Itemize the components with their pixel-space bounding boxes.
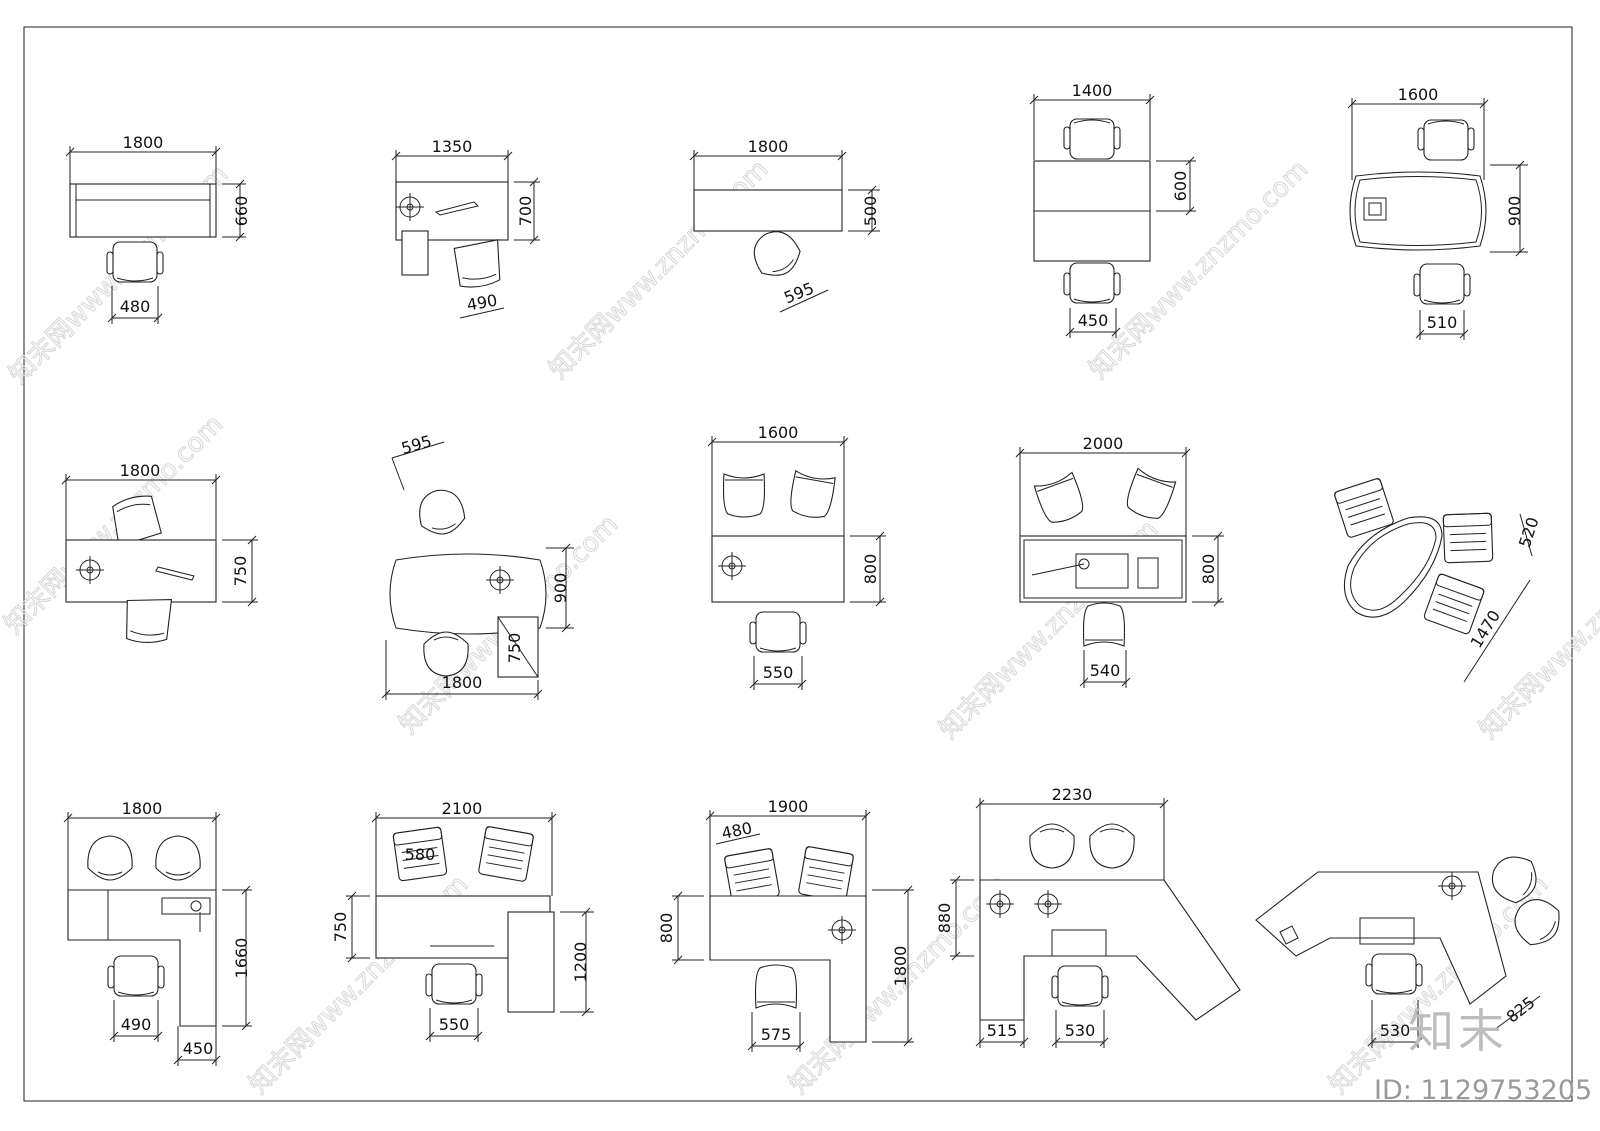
- brand-watermark-logo: 知末: [1408, 1004, 1508, 1058]
- svg-text:530: 530: [1065, 1021, 1096, 1040]
- table-1600-plan: 1600 900 510: [1347, 85, 1528, 340]
- depth-dimension: 660: [232, 196, 251, 227]
- svg-text:550: 550: [763, 663, 794, 682]
- sheet-border: [23, 26, 1573, 1102]
- svg-text:2100: 2100: [442, 799, 483, 818]
- svg-text:490: 490: [465, 291, 498, 315]
- desk-oval-1800-plan: 595 750 900 1800: [381, 431, 574, 700]
- svg-text:1800: 1800: [891, 946, 910, 987]
- svg-text:575: 575: [761, 1025, 792, 1044]
- svg-text:1400: 1400: [1072, 81, 1113, 100]
- svg-text:580: 580: [405, 845, 436, 864]
- svg-text:600: 600: [1171, 171, 1190, 202]
- desk-1800-c-plan: 1800 750: [61, 461, 258, 645]
- document-id-label: ID: 1129753205: [1374, 1075, 1593, 1106]
- svg-text:800: 800: [861, 554, 880, 585]
- svg-text:540: 540: [1090, 661, 1121, 680]
- desk-top: [69, 183, 217, 238]
- svg-text:2000: 2000: [1083, 434, 1124, 453]
- svg-text:595: 595: [781, 278, 816, 307]
- svg-text:750: 750: [231, 556, 250, 587]
- desk-1800-b-plan: 1800 500 595: [689, 137, 880, 313]
- svg-text:750: 750: [331, 912, 350, 943]
- svg-text:1800: 1800: [120, 461, 161, 480]
- l-desk-1800-plan: 1800 1660 490 450: [63, 799, 252, 1066]
- l-desk-1900-plan: 1900 480 800 1800 575: [657, 797, 914, 1052]
- svg-text:800: 800: [657, 913, 676, 944]
- desk-1350-plan: 1350 700 490: [391, 137, 540, 319]
- table-1400-plan: 1400 600 450: [1029, 81, 1196, 338]
- svg-text:510: 510: [1427, 313, 1458, 332]
- width-dimension: 1800: [123, 133, 164, 152]
- svg-text:530: 530: [1380, 1021, 1411, 1040]
- svg-text:500: 500: [861, 196, 880, 227]
- svg-text:知末网www.znzmo.com: 知末网www.znzmo.com: [544, 154, 775, 385]
- svg-text:450: 450: [183, 1039, 214, 1058]
- svg-text:1900: 1900: [768, 797, 809, 816]
- angled-desk-2230-plan: 2230 880 515 530: [935, 785, 1241, 1048]
- svg-text:1200: 1200: [571, 942, 590, 983]
- svg-text:800: 800: [1199, 554, 1218, 585]
- svg-text:1350: 1350: [432, 137, 473, 156]
- svg-text:1660: 1660: [232, 938, 251, 979]
- oval-table-1470-plan: 520 1470: [1333, 477, 1543, 683]
- office-chair: [106, 241, 164, 283]
- svg-text:1800: 1800: [442, 673, 483, 692]
- svg-text:1600: 1600: [758, 423, 799, 442]
- svg-text:1600: 1600: [1398, 85, 1439, 104]
- desk-1800-plan: 1800 660 480: [65, 133, 251, 324]
- svg-text:880: 880: [935, 903, 954, 934]
- desk-1600-plan: 1600 800 550: [707, 423, 886, 690]
- desk-2000-plan: 2000 800 540: [1015, 434, 1224, 688]
- svg-text:900: 900: [551, 573, 570, 604]
- svg-text:450: 450: [1078, 311, 1109, 330]
- svg-text:595: 595: [399, 431, 434, 458]
- svg-text:900: 900: [1505, 196, 1524, 227]
- svg-text:520: 520: [1515, 515, 1543, 550]
- svg-text:2230: 2230: [1052, 785, 1093, 804]
- svg-text:700: 700: [516, 196, 535, 227]
- svg-text:480: 480: [720, 818, 754, 843]
- svg-text:550: 550: [439, 1015, 470, 1034]
- svg-text:515: 515: [987, 1021, 1018, 1040]
- chair-dimension: 480: [120, 297, 151, 316]
- svg-text:1800: 1800: [122, 799, 163, 818]
- l-desk-2100-plan: 2100 580 750 1200 550: [331, 799, 594, 1042]
- svg-text:825: 825: [1503, 993, 1539, 1027]
- svg-text:750: 750: [505, 633, 524, 664]
- svg-text:1800: 1800: [748, 137, 789, 156]
- svg-text:490: 490: [121, 1015, 152, 1034]
- svg-text:知末网www.znzmo.com: 知末网www.znzmo.com: [0, 409, 229, 640]
